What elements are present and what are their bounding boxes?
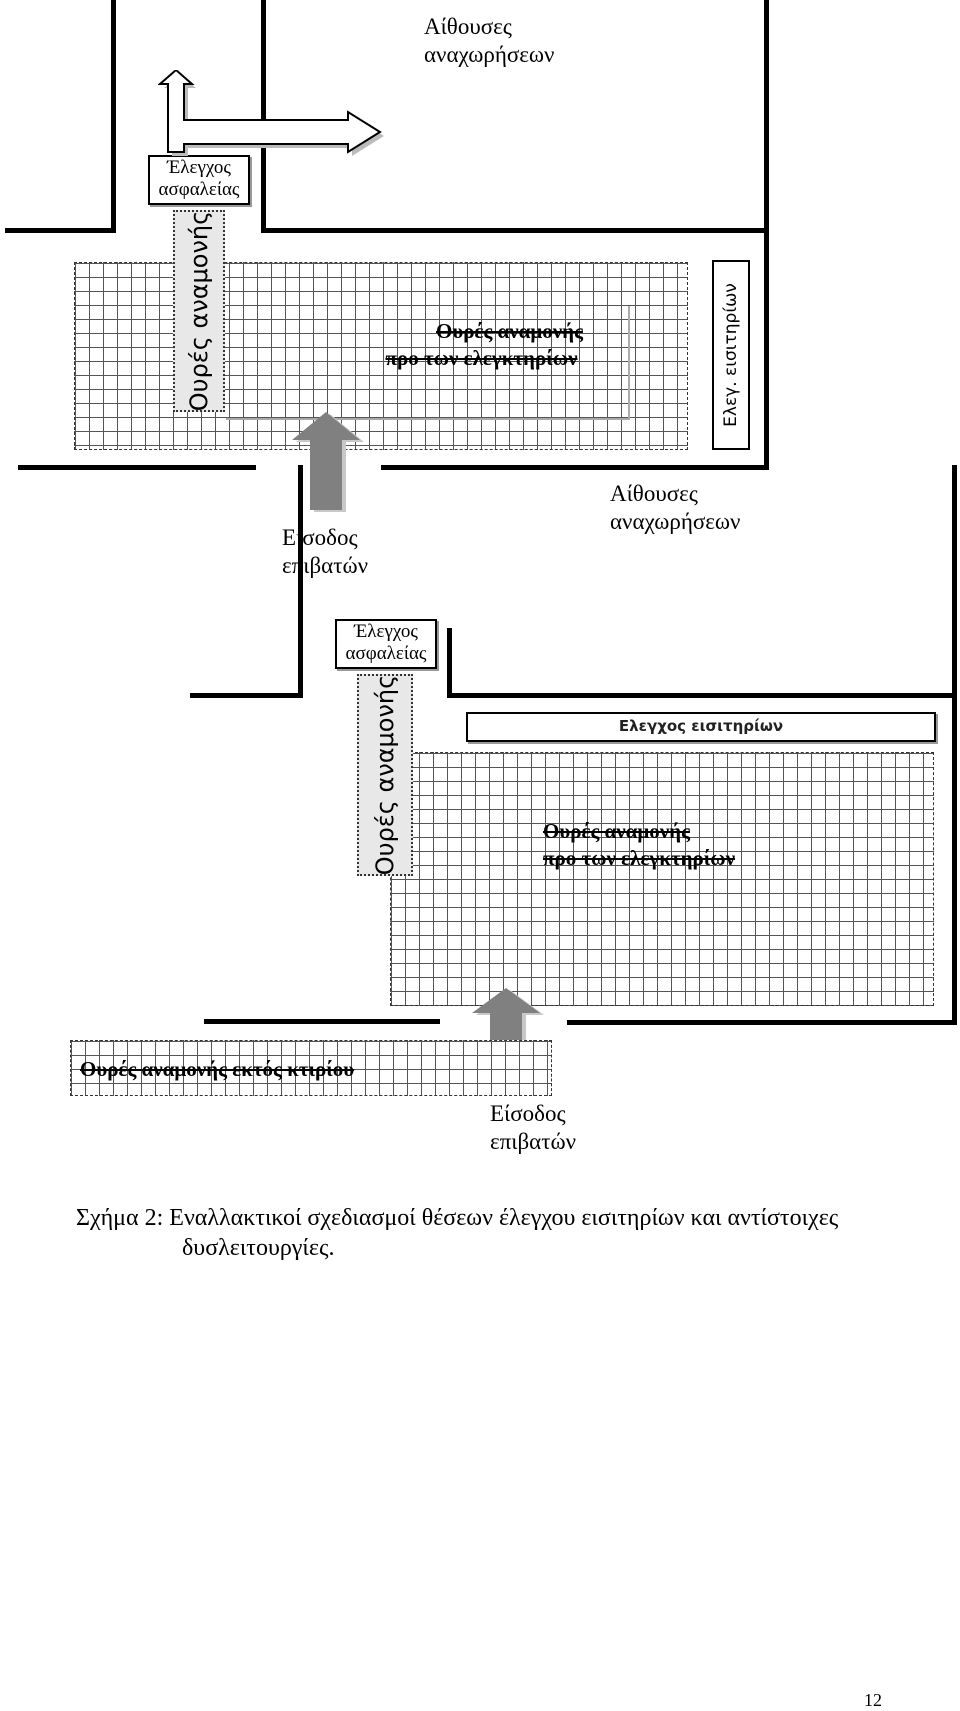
figure-caption: Σχήμα 2: Εναλλακτικοί σχεδιασμοί θέσεων … — [76, 1203, 838, 1263]
bottom-security-queue: Ουρές αναμονής — [357, 674, 413, 876]
bottom-departure-lounges-line1: Αίθουσες — [610, 481, 698, 506]
top-ticket-queue-line2: προ των ελεγκτηρίων — [385, 346, 578, 370]
top-departure-arrow — [158, 70, 384, 156]
bottom-wall-bottom-left — [204, 1019, 440, 1024]
top-ticket-queue-label: Ουρές αναμονής προ των ελεγκτηρίων — [380, 318, 583, 372]
bottom-security-check-line2: ασφαλείας — [345, 643, 427, 664]
bottom-departure-lounges-label: Αίθουσες αναχωρήσεων — [610, 480, 740, 536]
bottom-entrance-label: Είσοδος επιβατών — [490, 1100, 576, 1156]
top-security-check-line2: ασφαλείας — [158, 179, 240, 200]
bottom-ticket-check-label: Ελεγχος εισιτηρίων — [618, 717, 784, 735]
top-security-queue-label: Ουρές αναμονής — [185, 210, 213, 412]
bottom-wall-left-horizontal — [190, 693, 303, 698]
outside-queue-text: Ουρές αναμονής εκτός κτιρίου — [80, 1057, 355, 1081]
top-wall-bottom-left — [18, 465, 256, 470]
top-wall-bottom-right — [381, 465, 769, 470]
bottom-wall-mid-vertical — [447, 628, 452, 698]
bottom-ticket-queue-line2: προ των ελεγκτηρίων — [543, 846, 735, 870]
bottom-security-queue-label: Ουρές αναμονής — [371, 674, 399, 876]
bottom-entrance-line2: επιβατών — [490, 1129, 576, 1154]
bottom-wall-bottom-right — [567, 1020, 957, 1025]
top-wall-mid-vertical — [261, 0, 266, 233]
top-entrance-arrow — [292, 412, 364, 512]
top-wall-left-horizontal — [5, 228, 116, 233]
top-ticket-queue-line1: Ουρές αναμονής — [436, 319, 583, 343]
top-wall-right-vertical — [764, 0, 769, 470]
top-wall-mid-horizontal — [261, 228, 766, 233]
bottom-entrance-arrow — [472, 988, 544, 1041]
top-entrance-label: Είσοδος επιβατών — [282, 524, 368, 580]
bottom-ticket-check-box: Ελεγχος εισιτηρίων — [466, 712, 936, 742]
top-wall-left-vertical — [111, 0, 116, 233]
outside-queue-grid — [70, 1040, 552, 1096]
bottom-wall-left-vertical — [298, 465, 303, 698]
bottom-security-check-line1: Έλεγχος — [354, 621, 418, 642]
figure-caption-line2: δυσλειτουργίες. — [182, 1235, 335, 1261]
bottom-wall-right-vertical — [952, 465, 957, 1025]
bottom-entrance-line1: Είσοδος — [490, 1101, 566, 1126]
page-number: 12 — [864, 1690, 882, 1710]
top-security-queue: Ουρές αναμονής — [173, 210, 225, 412]
bottom-waiting-grid — [390, 752, 934, 1006]
top-security-check-box: Έλεγχος ασφαλείας — [148, 155, 250, 205]
top-departure-lounges-line2: αναχωρήσεων — [424, 42, 555, 67]
top-security-check-line1: Έλεγχος — [167, 157, 231, 178]
top-entrance-line1: Είσοδος — [282, 525, 358, 550]
bottom-ticket-queue-line1: Ουρές αναμονής — [543, 819, 690, 843]
bottom-departure-lounges-line2: αναχωρήσεων — [610, 509, 741, 534]
top-departure-lounges-line1: Αίθουσες — [424, 14, 512, 39]
top-entrance-line2: επιβατών — [282, 553, 368, 578]
figure-caption-line1: Σχήμα 2: Εναλλακτικοί σχεδιασμοί θέσεων … — [76, 1205, 839, 1231]
top-ticket-check-box: Ελεγ. εισιτηρίων — [712, 260, 750, 450]
top-queue-frame — [226, 306, 630, 420]
top-ticket-check-label: Ελεγ. εισιτηρίων — [721, 283, 741, 427]
bottom-ticket-queue-label: Ουρές αναμονής προ των ελεγκτηρίων — [543, 818, 735, 872]
top-departure-lounges-label: Αίθουσες αναχωρήσεων — [424, 13, 554, 69]
bottom-wall-mid-horizontal — [447, 693, 957, 698]
outside-queue-label: Ουρές αναμονής εκτός κτιρίου — [80, 1056, 354, 1082]
bottom-security-check-box: Έλεγχος ασφαλείας — [335, 619, 437, 669]
